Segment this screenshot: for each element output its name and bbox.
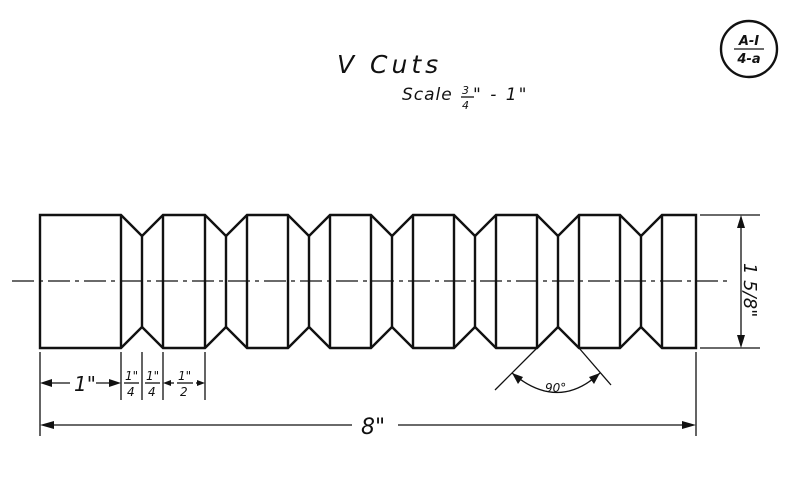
angle-dimension: 90°: [494, 347, 612, 395]
segment-3-num: 1": [146, 369, 159, 383]
segment-4-num: 1": [178, 369, 191, 383]
segment-1-label: 1": [74, 372, 96, 396]
scale-suffix: " - 1": [473, 85, 528, 105]
segment-3-den: 4: [148, 385, 156, 399]
scale-note: Scale 3 4 " - 1": [402, 84, 528, 112]
segment-4-den: 2: [180, 385, 188, 399]
overall-length-label: 8": [361, 415, 385, 440]
scale-fraction-den: 4: [462, 99, 469, 112]
diameter-label: 1 5/8": [739, 263, 760, 317]
scale-fraction-num: 3: [462, 84, 469, 97]
diameter-dimension: 1 5/8": [700, 214, 760, 349]
segment-dimensions: 1" 1" 4 1" 4 1" 2 8": [39, 352, 697, 440]
drawing-title: V Cuts: [337, 50, 442, 79]
sheet-number-badge: A-I 4-a: [719, 19, 779, 79]
badge-bottom: 4-a: [736, 52, 760, 67]
segment-2-den: 4: [127, 385, 135, 399]
scale-prefix: Scale: [402, 85, 453, 105]
badge-top: A-I: [738, 34, 759, 49]
angle-label: 90°: [545, 381, 566, 395]
segment-2-num: 1": [125, 369, 138, 383]
